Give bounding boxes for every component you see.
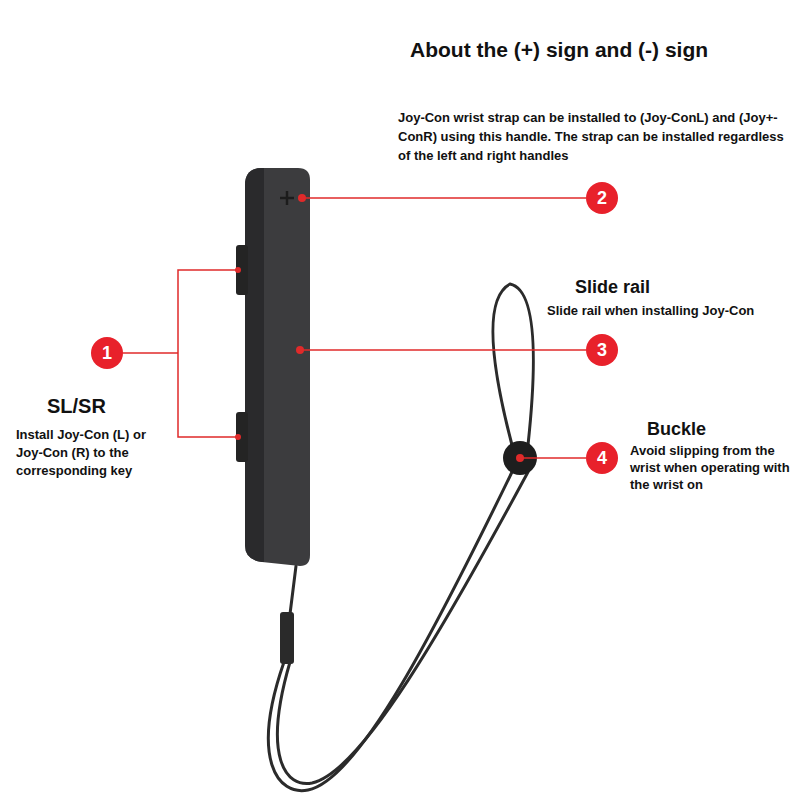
- part-name: SL/SR: [47, 394, 106, 418]
- leader-dot: [298, 194, 306, 202]
- callout-number: 2: [597, 189, 607, 207]
- label-box: Install Joy-Con (L) or Joy-Con (R) to th…: [16, 426, 166, 480]
- label-box: Slide rail when installing Joy-Con: [547, 302, 754, 319]
- callout-number: 4: [597, 449, 607, 467]
- callout-circle: 4: [586, 442, 618, 474]
- title-box: About the (+) sign and (-) sign: [410, 38, 708, 62]
- leader-dot: [235, 434, 241, 440]
- leader-lines: [123, 198, 586, 458]
- label-box: SL/SR: [47, 394, 106, 418]
- callout-circle: 2: [586, 182, 618, 214]
- label-box: Slide rail: [575, 276, 650, 298]
- cord-sleeve: [280, 612, 294, 664]
- description-text: Avoid slipping from the wrist when opera…: [630, 442, 796, 493]
- label-box: Buckle: [647, 418, 706, 440]
- leader-dots: [235, 194, 524, 462]
- strap-body: [245, 168, 310, 566]
- bracket-line: [178, 270, 238, 437]
- label-box: Joy-Con wrist strap can be installed to …: [398, 108, 790, 165]
- bracket-line: [123, 352, 178, 354]
- sr-button: [236, 412, 248, 462]
- callout-circle: 1: [91, 337, 123, 369]
- callout-number: 1: [102, 344, 112, 362]
- diagram-title: About the (+) sign and (-) sign: [410, 38, 708, 62]
- description-text: Joy-Con wrist strap can be installed to …: [398, 108, 790, 165]
- plus-stroke: [286, 191, 289, 205]
- cord-loop: [493, 284, 534, 445]
- leader-dot: [516, 454, 524, 462]
- description-text: Install Joy-Con (L) or Joy-Con (R) to th…: [16, 426, 166, 480]
- part-name: Buckle: [647, 418, 706, 440]
- cord-strand: [277, 472, 528, 784]
- strap-side: [245, 168, 264, 562]
- part-name: Slide rail: [575, 276, 650, 298]
- leader-line: [300, 349, 586, 351]
- plus-symbol: [280, 191, 294, 205]
- callout-circle: 3: [586, 334, 618, 366]
- cord-stem: [290, 566, 296, 614]
- leader-line: [520, 457, 586, 459]
- leader-line: [302, 197, 586, 199]
- label-box: Avoid slipping from the wrist when opera…: [630, 442, 796, 493]
- leader-dot: [296, 346, 304, 354]
- callout-number: 3: [597, 341, 607, 359]
- description-text: Slide rail when installing Joy-Con: [547, 302, 754, 319]
- sl-button: [236, 245, 248, 295]
- leader-dot: [235, 267, 241, 273]
